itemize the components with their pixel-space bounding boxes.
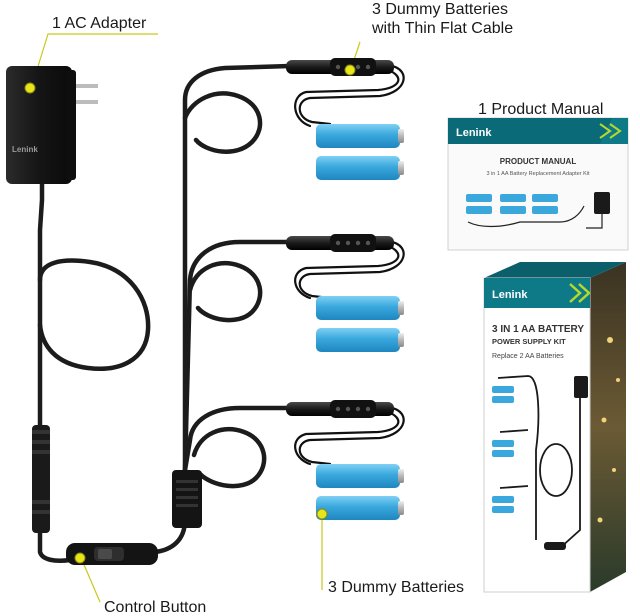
box-brand: Lenink [492,289,528,301]
callout-dummy-cable-line1: 3 Dummy Batteries [372,1,509,18]
manual-subheading: 3 in 1 AA Battery Replacement Adapter Ki… [486,171,590,177]
battery [316,328,404,352]
inline-switch [66,543,158,565]
manual-heading: PRODUCT MANUAL [500,157,577,166]
flat-cable-top [298,64,405,126]
manual-illustration [466,192,610,229]
connector-bottom [286,400,394,418]
box-illustration [492,375,588,550]
callout-dummy-cable-line2: with Thin Flat Cable [372,20,514,37]
retail-box: Lenink 3 IN 1 AA BATTERY POWER SUPPLY KI… [483,262,626,593]
branch-middle [182,239,293,473]
branch-bottom [182,405,293,473]
battery-pair-bottom [316,464,404,520]
adapter-brand: Lenink [12,145,38,154]
box-subtitle: Replace 2 AA Batteries [492,353,564,360]
flat-cable-top-2 [294,68,400,128]
battery-pair-middle [316,296,404,352]
loop-top [182,91,263,154]
cables [37,63,293,563]
callout-dummy-batteries: 3 Dummy Batteries [328,579,465,596]
battery [316,296,404,320]
product-manual: Lenink PRODUCT MANUAL 3 in 1 AA Battery … [447,117,629,251]
loop-middle [187,261,263,323]
battery [316,464,404,488]
barrel-connector [32,425,50,533]
switch-cable-left [37,527,73,563]
flat-cable-bot-2 [294,410,400,466]
adapter-cable [37,179,45,428]
battery [316,496,404,520]
manual-brand: Lenink [456,127,492,139]
callout-dot [344,64,356,76]
callout-dots [24,64,356,564]
connector-top [286,58,394,76]
trunk-cable [182,63,293,473]
callout-dot [24,82,36,94]
battery-pair-top [316,124,404,180]
loop-bottom [191,427,267,489]
adapter-cable-loop [37,258,151,371]
flat-cable-mid-2 [294,244,400,300]
leader-control-button [81,559,101,603]
flat-cable-bot [298,406,405,466]
connector-middle [286,234,394,252]
callout-control-button: Control Button [104,599,207,616]
callout-dot [74,552,86,564]
box-title-line2: POWER SUPPLY KIT [492,337,566,346]
box-title-line1: 3 IN 1 AA BATTERY [492,324,584,335]
battery [316,124,404,148]
flat-cables [294,64,405,466]
splitter [172,470,202,528]
callout-dot [316,508,328,520]
flat-cable-mid [298,240,405,300]
ac-adapter: Lenink [6,66,98,184]
callout-manual: 1 Product Manual [478,101,604,118]
callout-ac-adapter: 1 AC Adapter [52,15,147,32]
battery [316,156,404,180]
